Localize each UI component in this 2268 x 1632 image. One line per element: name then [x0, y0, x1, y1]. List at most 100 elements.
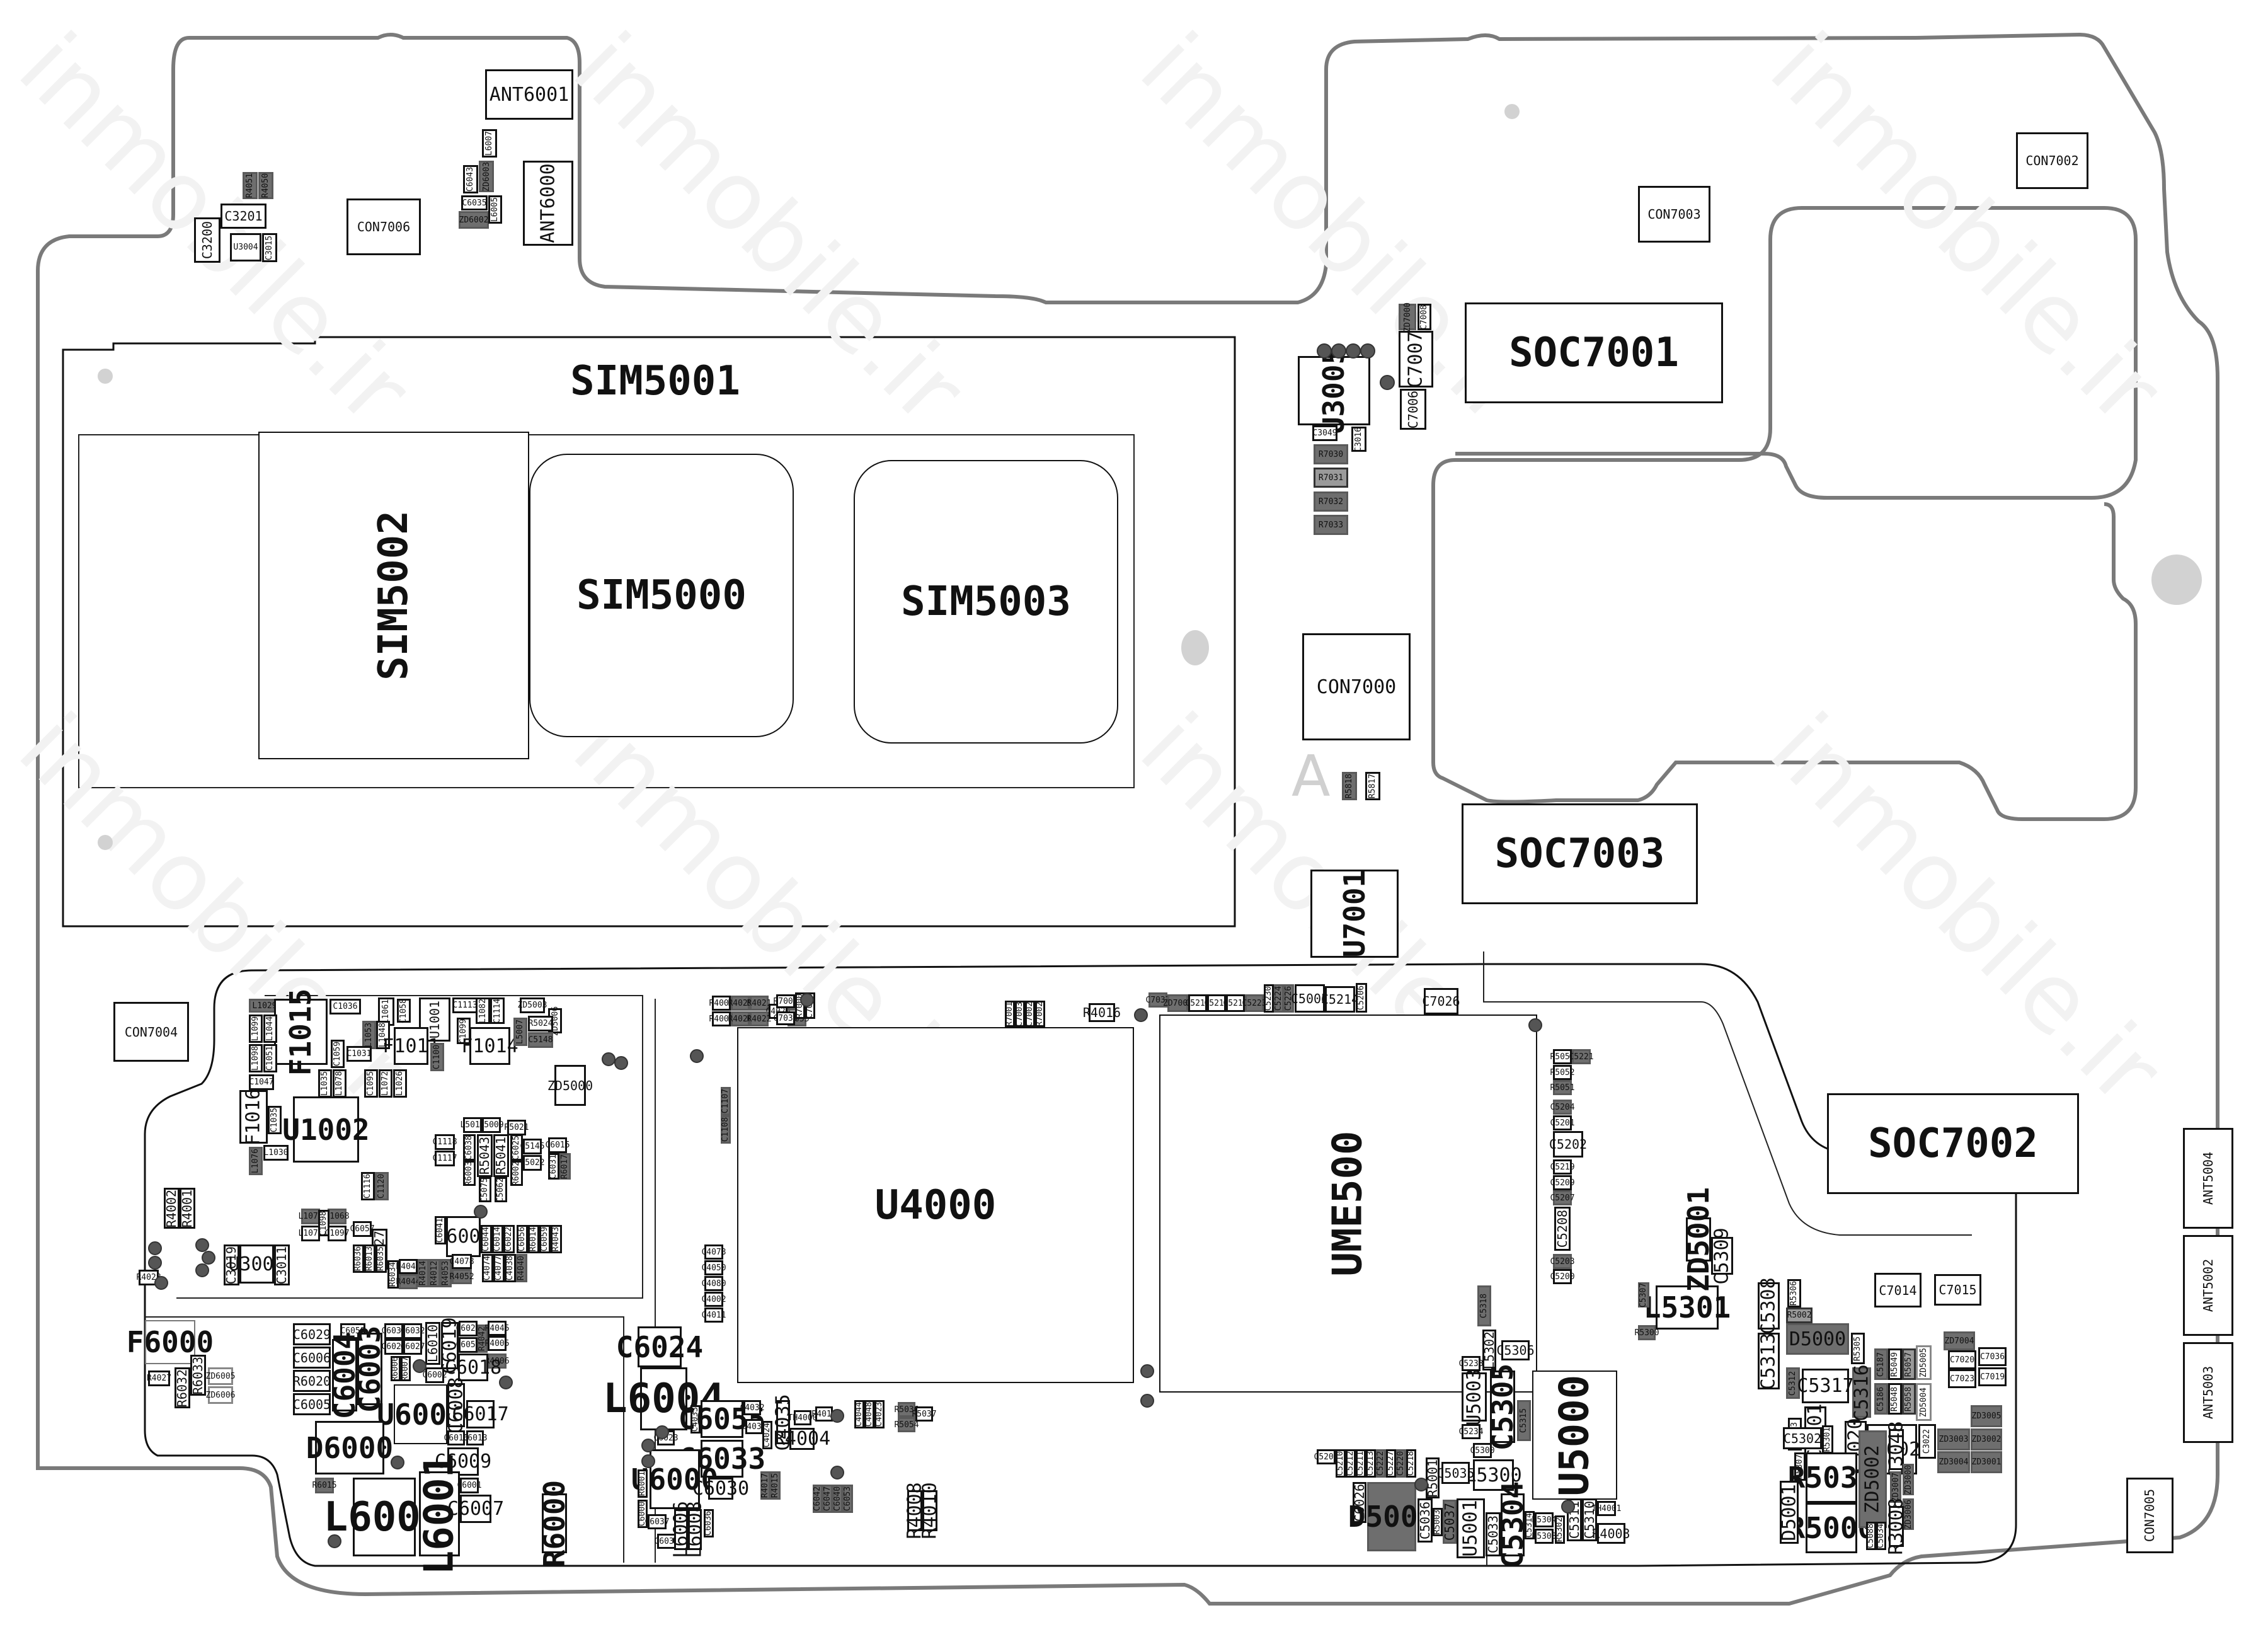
component-r5022[interactable]: R5022 — [520, 1155, 545, 1171]
component-r7031[interactable]: R7031 — [1314, 468, 1348, 488]
component-l5300[interactable]: L5300 — [1465, 1459, 1522, 1491]
component-l1098[interactable]: L1098 — [249, 1044, 263, 1072]
component-r7033[interactable]: R7033 — [1314, 515, 1348, 535]
component-c6043[interactable]: C6043 — [463, 165, 478, 193]
component-zd3004[interactable]: ZD3004 — [1937, 1451, 1970, 1473]
component-r5043[interactable]: R5043 — [477, 1134, 493, 1177]
component-l1048[interactable]: L1048 — [376, 1021, 390, 1049]
component-c1035[interactable]: C1035 — [268, 1106, 282, 1134]
component-r5049[interactable]: R5049 — [1888, 1348, 1902, 1380]
component-l1074[interactable]: L1074 — [298, 1209, 323, 1224]
component-l1073[interactable]: L1073 — [298, 1226, 323, 1241]
component-zd7002[interactable]: ZD7002 — [1163, 994, 1193, 1012]
component-c6002[interactable]: C6002 — [422, 1367, 447, 1383]
component-c5206[interactable]: C5206 — [1356, 983, 1367, 1013]
component-c5208[interactable]: C5208 — [1554, 1207, 1571, 1251]
component-sim5000[interactable]: SIM5000 — [529, 454, 794, 737]
component-r6006[interactable]: R6006 — [391, 1356, 401, 1381]
component-c4031[interactable]: C4031 — [742, 1419, 767, 1434]
component-c6055[interactable]: C6055 — [679, 1400, 765, 1438]
component-r4052[interactable]: R4052 — [449, 1269, 474, 1284]
component-c5313[interactable]: C5313 — [1758, 1332, 1780, 1390]
component-ume500[interactable]: UME500 — [1159, 1014, 1537, 1393]
component-c6052[interactable]: C6052 — [455, 1337, 481, 1353]
component-r6000[interactable]: R6000 — [537, 1480, 572, 1567]
component-c5305[interactable]: C5305 — [1486, 1363, 1520, 1451]
component-l1044[interactable]: L1044 — [263, 1014, 277, 1043]
component-f1016[interactable]: F1016 — [239, 1088, 268, 1146]
component-r6035[interactable]: R6035 — [375, 1244, 387, 1273]
component-r4051[interactable]: R4051 — [243, 172, 258, 199]
component-c7026[interactable]: C7026 — [1422, 988, 1460, 1014]
component-d5001[interactable]: D5001 — [1778, 1481, 1801, 1544]
component-c3049[interactable]: C3049 — [1312, 425, 1337, 441]
component-c3048[interactable]: C3048 — [1885, 1421, 1908, 1478]
component-c5005[interactable]: C5005 — [1291, 984, 1329, 1013]
component-ant5004[interactable]: ANT5004 — [2183, 1128, 2233, 1229]
component-c5234[interactable]: C5234 — [1458, 1424, 1484, 1439]
component-c6028[interactable]: C6028 — [381, 1339, 406, 1355]
component-c5215[interactable]: C5215 — [1223, 994, 1248, 1012]
component-c5088[interactable]: C5088 — [1866, 1522, 1876, 1550]
component-r5054[interactable]: R5054 — [894, 1417, 919, 1432]
component-r4050[interactable]: R4050 — [258, 172, 273, 199]
component-con7002[interactable]: CON7002 — [2016, 132, 2088, 189]
component-c6031[interactable]: C6031 — [548, 1153, 559, 1180]
component-c5307[interactable]: C5307 — [1638, 1282, 1649, 1307]
component-c7020[interactable]: C7020 — [1948, 1350, 1976, 1369]
component-l6008[interactable]: L6008 — [684, 1501, 706, 1558]
component-r4027[interactable]: R4027 — [147, 1371, 171, 1386]
component-c4073[interactable]: C4073 — [701, 1244, 726, 1260]
component-soc7002[interactable]: SOC7002 — [1827, 1093, 2079, 1194]
component-c6017[interactable]: C6017 — [452, 1400, 509, 1428]
component-c5075[interactable]: C5075 — [479, 1177, 491, 1202]
component-r6002[interactable]: R6002 — [510, 1161, 523, 1186]
component-c1058[interactable]: C1058 — [397, 998, 411, 1023]
component-u5000[interactable]: U5000 — [1532, 1371, 1617, 1500]
component-c5210[interactable]: C5210 — [1336, 1449, 1346, 1478]
component-c5034[interactable]: C5034 — [1876, 1522, 1886, 1550]
component-l6005[interactable]: L6005 — [488, 195, 502, 224]
component-l1072[interactable]: L1072 — [379, 1069, 392, 1098]
component-c6013[interactable]: C6013 — [462, 1430, 488, 1445]
component-c6018[interactable]: C6018 — [445, 1353, 501, 1381]
component-d6000[interactable]: D6000 — [306, 1421, 393, 1474]
component-l6006[interactable]: L6006 — [670, 1501, 692, 1558]
component-c5304[interactable]: C5304 — [1496, 1481, 1530, 1569]
component-ant5003[interactable]: ANT5003 — [2183, 1342, 2233, 1443]
component-c7019[interactable]: C7019 — [1978, 1367, 2007, 1386]
component-c5316[interactable]: C5316 — [1850, 1364, 1873, 1422]
component-c6024[interactable]: C6024 — [616, 1326, 703, 1367]
component-c1120[interactable]: C1120 — [375, 1172, 389, 1200]
component-c7014[interactable]: C7014 — [1874, 1273, 1922, 1307]
component-r4012[interactable]: R4012 — [429, 1259, 440, 1287]
component-c5207[interactable]: C5207 — [1550, 1190, 1575, 1205]
component-c5212[interactable]: C5212 — [1346, 1449, 1356, 1478]
component-c5308[interactable]: C5308 — [1758, 1277, 1780, 1335]
component-zd3003[interactable]: ZD3003 — [1937, 1428, 1970, 1451]
component-c7035[interactable]: C7035 — [773, 1011, 798, 1025]
component-zd3005[interactable]: ZD3005 — [1971, 1405, 2002, 1427]
component-c1113[interactable]: C1113 — [452, 997, 478, 1013]
component-f1014[interactable]: F1014 — [461, 1027, 518, 1065]
component-c5220[interactable]: C5220 — [1396, 1449, 1406, 1478]
component-f6000[interactable]: F6000 — [127, 1320, 214, 1364]
component-c7037[interactable]: C7037 — [1145, 992, 1171, 1008]
component-u1001[interactable]: U1001 — [419, 997, 450, 1042]
component-r5306[interactable]: R5306 — [1787, 1279, 1801, 1307]
component-f1015[interactable]: F1015 — [274, 988, 328, 1076]
component-th4001[interactable]: TH4001 — [1592, 1501, 1621, 1516]
component-r6007[interactable]: R6007 — [401, 1356, 411, 1381]
component-r4045[interactable]: R4045 — [484, 1321, 510, 1336]
component-u6000[interactable]: U6000 — [631, 1449, 718, 1509]
component-c5312[interactable]: C5312 — [1786, 1367, 1800, 1399]
component-c6036[interactable]: C6036 — [704, 1509, 714, 1537]
component-c1059[interactable]: C1059 — [331, 1040, 345, 1068]
component-r4010[interactable]: R4010 — [919, 1482, 941, 1539]
component-zd5002[interactable]: ZD5002 — [1858, 1430, 1887, 1528]
component-r6017[interactable]: R6017 — [559, 1153, 571, 1180]
component-c5201[interactable]: C5201 — [1550, 1115, 1575, 1130]
component-c5310[interactable]: C5310 — [1582, 1498, 1597, 1541]
component-zd6006[interactable]: ZD6006 — [206, 1386, 235, 1404]
component-c5145[interactable]: C5145 — [520, 1139, 545, 1154]
